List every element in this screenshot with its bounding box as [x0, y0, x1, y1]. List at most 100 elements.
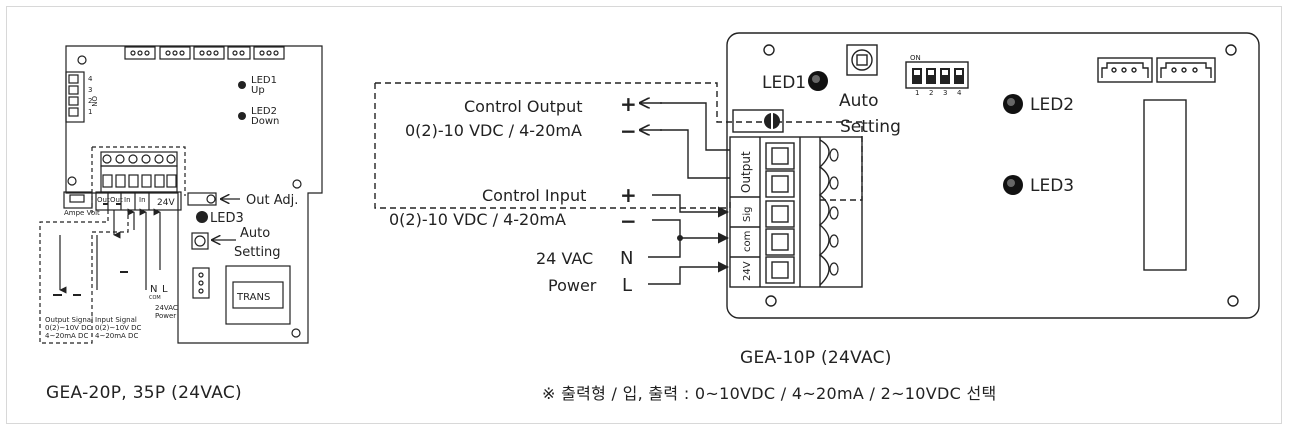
control-output-dashed-box	[375, 82, 863, 201]
wire-output-plus	[660, 102, 730, 151]
out-adj-label: Out Adj.	[246, 193, 298, 208]
left-led1-sub: Up	[251, 85, 265, 96]
output-signal-line-1: 0(2)~10V DC	[45, 324, 92, 332]
ampe-volt-switch	[63, 191, 93, 209]
vac-label: 24 VAC	[536, 249, 593, 268]
left-l-label: L	[162, 284, 168, 295]
left-terminal-screws	[100, 151, 178, 167]
left-setting-label: Setting	[234, 245, 281, 260]
left-dip-on-label: ON	[90, 96, 98, 107]
left-led2-dot	[238, 112, 246, 120]
wire-n	[648, 238, 681, 258]
selection-note: ※ 출력형 / 입, 출력 : 0~10VDC / 4~20mA / 2~10V…	[542, 384, 997, 403]
right-n-label: N	[620, 248, 633, 269]
left-dashed-box	[92, 146, 186, 196]
left-terminal-label-1: Out	[110, 196, 123, 204]
junction-dot	[677, 235, 683, 241]
left-com-label: COM	[149, 295, 161, 301]
left-top-connectors	[124, 46, 285, 60]
right-terminal-block	[729, 136, 863, 288]
right-board-outline	[726, 32, 1260, 319]
control-output-range: 0(2)-10 VDC / 4-20mA	[405, 121, 582, 140]
wire-input-plus	[652, 194, 730, 218]
left-dip-num-3: 1	[88, 108, 92, 116]
left-led1-dot	[238, 81, 246, 89]
left-terminal-label-4: 24V	[157, 198, 175, 208]
input-minus-sign: −	[620, 209, 637, 233]
left-led3-label: LED3	[210, 211, 244, 226]
left-terminal-label-2: In	[124, 196, 131, 204]
left-mount-hole	[291, 328, 301, 338]
left-polarity-marks	[53, 203, 128, 296]
wire-input-minus	[652, 219, 730, 244]
left-dip-switch	[65, 71, 85, 123]
terminal-label-com: com	[742, 231, 753, 252]
control-input-label: Control Input	[482, 186, 586, 205]
right-heatsink	[1143, 99, 1187, 271]
left-board	[39, 45, 323, 344]
outer-frame	[6, 6, 1282, 424]
right-dip-num-1: 2	[929, 89, 933, 97]
wire-l	[648, 261, 730, 285]
left-dip-num-2: 2	[88, 97, 92, 105]
left-dip-num-1: 3	[88, 86, 92, 94]
left-dip-num-0: 4	[88, 75, 93, 83]
left-led3-dot	[196, 211, 208, 223]
right-auto-label: Auto	[839, 91, 878, 111]
input-signal-line-2: 4~20mA DC	[95, 332, 138, 340]
right-dip-switch	[905, 61, 969, 89]
left-led2-sub: Down	[251, 116, 279, 127]
right-led3-label: LED3	[1030, 176, 1074, 196]
terminal-label-output: Output	[739, 151, 753, 193]
left-caption: GEA-20P, 35P (24VAC)	[46, 383, 242, 403]
left-n-label: N	[150, 284, 157, 295]
left-auto-label: Auto	[240, 226, 270, 241]
right-connector-2	[1156, 57, 1216, 83]
right-pot	[732, 109, 784, 133]
output-signal-line-0: Output Signal	[45, 316, 93, 324]
right-connector-1	[1097, 57, 1153, 83]
left-mount-hole	[67, 176, 77, 186]
right-dip-num-3: 4	[957, 89, 962, 97]
left-auto-button	[191, 232, 209, 250]
input-signal-line-0: Input Signal	[95, 316, 137, 324]
control-input-range: 0(2)-10 VDC / 4-20mA	[389, 210, 566, 229]
right-dip-num-0: 1	[915, 89, 919, 97]
output-minus-sign: −	[620, 119, 637, 143]
left-led1-label: LED1	[251, 75, 277, 86]
ampe-volt-label: Ampe Volt	[64, 209, 100, 217]
right-caption: GEA-10P (24VAC)	[740, 348, 892, 368]
right-l-label: L	[622, 275, 632, 296]
terminal-label-24v: 24V	[742, 261, 753, 281]
left-terminal-label-0: Out	[97, 196, 110, 204]
right-terminal-scallops	[818, 139, 830, 286]
terminal-label-sig: Sig	[742, 207, 753, 222]
left-terminal-label-3: In	[139, 196, 146, 204]
right-dip-num-2: 3	[943, 89, 947, 97]
input-plus-sign: +	[620, 183, 637, 207]
control-output-label: Control Output	[464, 97, 583, 116]
right-terminal-cells	[765, 142, 795, 284]
output-signal-line-2: 4~20mA DC	[45, 332, 88, 340]
wire-output-minus	[660, 129, 730, 179]
right-auto-button	[846, 44, 878, 76]
output-plus-sign: +	[620, 92, 637, 116]
transformer	[225, 265, 291, 325]
right-dip-toggles	[912, 68, 964, 84]
left-power-line-1: Power	[155, 312, 176, 320]
left-board-outline	[65, 45, 323, 344]
left-mount-hole	[77, 55, 87, 65]
right-board	[374, 32, 1260, 319]
right-dip-on-label: ON	[910, 54, 921, 62]
right-led2-label: LED2	[1030, 95, 1074, 115]
right-led1-label: LED1	[762, 73, 806, 93]
out-adj-pot	[187, 192, 217, 206]
left-mount-hole	[292, 179, 302, 189]
trans-label: TRANS	[236, 292, 270, 303]
left-power-line-0: 24VAC	[155, 304, 178, 312]
right-setting-label: Setting	[840, 117, 901, 137]
left-3pin-connector	[192, 267, 210, 299]
input-signal-line-1: 0(2)~10V DC	[95, 324, 142, 332]
